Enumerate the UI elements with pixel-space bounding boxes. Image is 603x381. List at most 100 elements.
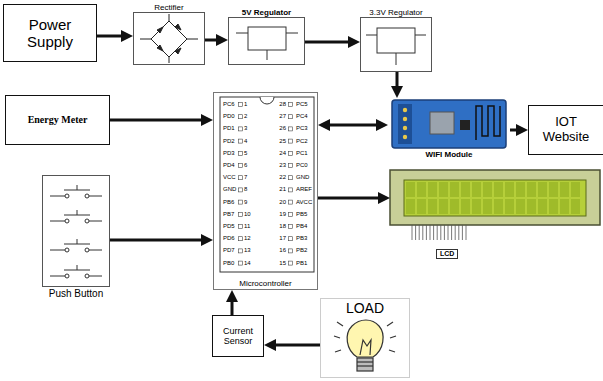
light-bulb [334, 320, 396, 371]
push-button-switches [85, 194, 89, 198]
push-button-panel: Push Button [42, 175, 110, 287]
pin-name: PB0 [223, 260, 234, 267]
pin-number: 20 [274, 199, 286, 206]
node-label: 5V Regulator [209, 8, 324, 17]
flow-arrow [396, 72, 399, 92]
regulator-symbol [366, 35, 377, 36]
light-bulb [337, 322, 343, 326]
bridge-rectifier-symbol [140, 39, 151, 40]
push-button-switches [77, 265, 78, 270]
regulator-symbol [286, 33, 298, 34]
pin-square [289, 127, 293, 131]
pin-square [239, 115, 243, 119]
pin-name: PD1 [223, 125, 235, 132]
pin-name: PD4 [223, 162, 235, 169]
node-label: LCD [436, 249, 458, 259]
lcd-pin [422, 225, 423, 240]
load-box: LOAD [320, 298, 410, 378]
pin-square [239, 212, 243, 216]
flow-arrow [110, 239, 207, 242]
pin-number: 26 [274, 125, 286, 132]
push-button-switches [65, 219, 69, 223]
dip-chip [260, 97, 274, 104]
flow-arrow [110, 119, 207, 122]
pin-number: 5 [244, 150, 247, 157]
node-label: Energy Meter [24, 114, 92, 126]
pin-square [239, 200, 243, 204]
pin-square [239, 249, 243, 253]
lcd-pin [466, 225, 467, 240]
flow-arrow [270, 344, 320, 347]
node-label: Power Supply [4, 16, 96, 51]
lcd-display [390, 170, 600, 225]
light-bulb [335, 350, 341, 352]
lcd-pin [430, 225, 431, 240]
pin-number: 19 [274, 211, 286, 218]
light-bulb [357, 358, 373, 371]
pin-square [289, 261, 293, 265]
light-bulb [347, 320, 383, 357]
pin-name: PD3 [223, 150, 235, 157]
push-button-switches [50, 185, 102, 198]
pin-square [289, 225, 293, 229]
dip-chip [220, 97, 314, 272]
pin-name: PD5 [223, 223, 235, 230]
push-button-switches [89, 196, 102, 197]
pin-name: PC1 [296, 150, 308, 157]
wifi-module-board [392, 100, 506, 148]
push-button-switches [50, 250, 65, 251]
pin-name: PB6 [223, 199, 234, 206]
pin-square [239, 176, 243, 180]
pin-name: PC5 [296, 101, 308, 108]
light-bulb [357, 361, 373, 362]
bridge-rectifier-symbol [175, 48, 181, 54]
regulator-symbol [236, 33, 248, 34]
push-button-switches [65, 274, 69, 278]
node-label: Microcontroller [214, 279, 317, 288]
pin-name: PB5 [296, 211, 307, 218]
light-bulb [334, 336, 340, 338]
push-button-switches [50, 185, 102, 278]
pin-square [239, 103, 243, 107]
pin-number: 22 [274, 174, 286, 181]
pin-number: 10 [244, 211, 251, 218]
node-label: 3.3V Regulator [341, 8, 451, 17]
pin-number: 25 [274, 138, 286, 145]
lcd-display [404, 180, 586, 216]
pin-square [239, 139, 243, 143]
pin-name: PD2 [223, 138, 235, 145]
pin-name: PB1 [296, 260, 307, 267]
lcd-pin [437, 225, 438, 240]
wifi-module-board [460, 120, 470, 130]
pin-number: 1 [244, 101, 247, 108]
lcd-display [405, 181, 581, 215]
pin-square [239, 225, 243, 229]
wifi-module-board [398, 104, 412, 144]
pin-number: 9 [244, 199, 247, 206]
pin-number: 4 [244, 138, 247, 145]
lcd-pin [448, 225, 449, 240]
regulator-symbol [415, 35, 426, 36]
light-bulb [389, 350, 395, 352]
pin-square [239, 237, 243, 241]
lcd-pins [412, 225, 466, 240]
wifi-module-board [403, 135, 407, 139]
lcd-pin [412, 225, 413, 240]
flow-arrow [305, 41, 354, 44]
pin-name: GND [296, 174, 309, 181]
pin-name: PB2 [296, 247, 307, 254]
push-button-switches [85, 248, 89, 252]
bridge-rectifier-symbol [157, 27, 163, 33]
pin-name: GND [223, 186, 236, 193]
node-label: Current Sensor [213, 326, 263, 347]
flow-arrow [231, 296, 234, 315]
regulator-symbol [366, 28, 426, 65]
bridge-rectifier-symbol [187, 39, 198, 40]
regulator-symbol [377, 28, 415, 53]
flow-arrow [318, 197, 384, 200]
pin-square [289, 200, 293, 204]
node-label: Push Button [23, 288, 129, 300]
node-label: Rectifier [114, 3, 224, 12]
pin-square [289, 212, 293, 216]
